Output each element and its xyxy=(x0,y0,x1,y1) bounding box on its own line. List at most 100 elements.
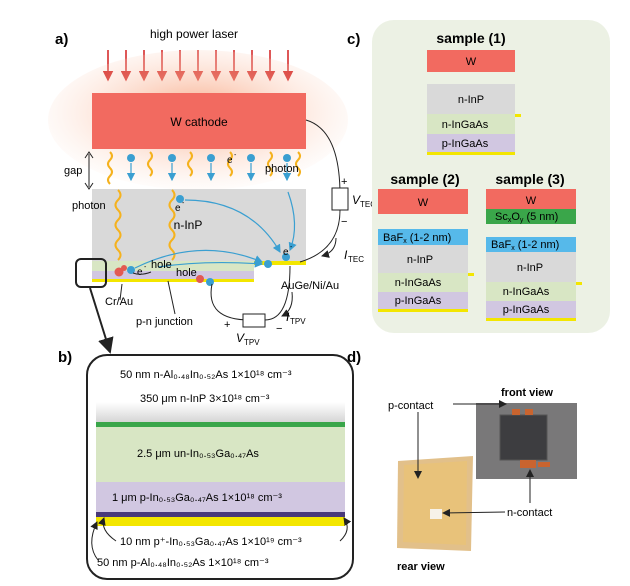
s3-n-inp-layer xyxy=(486,252,576,282)
auge-contact xyxy=(254,261,306,265)
electron-label-right: e xyxy=(283,247,289,258)
svg-text:BaFx (1-2 nm): BaFx (1-2 nm) xyxy=(383,232,451,245)
photon-label-right: photon xyxy=(265,163,299,175)
un-ingaas-layer xyxy=(96,427,345,482)
front-view-label: front view xyxy=(501,387,553,399)
svg-text:-: - xyxy=(182,200,185,207)
svg-text:BaFx (1-2 nm): BaFx (1-2 nm) xyxy=(491,239,559,252)
panel-b: b) 50 nm n-Al₀.₄₈In₀.₅₂As 1×10¹⁸ cm⁻³ 35… xyxy=(58,349,354,580)
s2-n-inp-layer xyxy=(378,245,468,273)
i-tpv-label: I xyxy=(286,310,290,324)
electron-arrows xyxy=(126,163,297,269)
p-ingaas-layer-b xyxy=(96,482,345,512)
svg-text:p-InGaAs: p-InGaAs xyxy=(503,304,550,316)
svg-text:-: - xyxy=(290,244,293,251)
svg-text:p-InGaAs: p-InGaAs xyxy=(395,295,442,307)
i-tpv-arrow xyxy=(281,291,293,317)
inp-substrate-band xyxy=(96,402,345,422)
pn-junction-label: p-n junction xyxy=(136,316,193,328)
electron-label-top: e xyxy=(227,155,233,166)
s2-w-layer xyxy=(378,189,468,214)
s2-n-ingaas-layer xyxy=(378,273,468,292)
tpv-wire-left xyxy=(210,283,251,321)
laser-label: high power laser xyxy=(150,27,238,41)
i-tec-label: I xyxy=(344,248,348,262)
svg-text:n-InP: n-InP xyxy=(458,94,484,106)
panel-a: a) high power laser W cathode gap n-I xyxy=(48,27,376,354)
sample-1-title: sample (1) xyxy=(436,30,505,46)
svg-text:TPV: TPV xyxy=(290,317,306,326)
tec-wire-bottom xyxy=(299,209,341,263)
svg-text:TPV: TPV xyxy=(244,338,260,347)
tpv-wire-right xyxy=(264,265,291,321)
cr-au-label: Cr/Au xyxy=(105,296,133,308)
svg-text:-: - xyxy=(144,264,147,271)
s1-p-ingaas-layer xyxy=(427,134,515,152)
hole-label-1: hole xyxy=(151,259,172,271)
panel-b-label: b) xyxy=(58,349,72,366)
zoom-box xyxy=(75,258,107,288)
svg-text:-: - xyxy=(234,152,237,159)
tec-wire-top xyxy=(305,119,341,196)
layer-4-label: 1 μm p-In₀.₅₃Ga₀.₄₇As 1×10¹⁸ cm⁻³ xyxy=(112,492,282,504)
panel-c-label: c) xyxy=(347,31,360,48)
tec-load xyxy=(331,187,349,211)
sample-2-title: sample (2) xyxy=(390,171,459,187)
cr-au-contact xyxy=(92,279,254,282)
svg-text:W: W xyxy=(418,197,429,209)
electron-particles xyxy=(127,154,291,286)
layer-5-label: 10 nm p⁺-In₀.₅₃Ga₀.₄₇As 1×10¹⁹ cm⁻³ xyxy=(120,536,302,548)
n-ingaas-layer xyxy=(92,261,254,271)
electron-label-mid: e xyxy=(175,203,181,214)
photon-waves xyxy=(107,151,301,261)
s2-p-ingaas-layer xyxy=(378,292,468,309)
front-chip xyxy=(499,414,548,461)
svg-text:ScxOy (5 nm): ScxOy (5 nm) xyxy=(495,211,558,224)
hole-label-2: hole xyxy=(176,267,197,279)
svg-text:n-InGaAs: n-InGaAs xyxy=(503,286,550,298)
svg-text:W: W xyxy=(526,195,537,207)
s3-n-ingaas-layer xyxy=(486,282,576,301)
s1-n-ingaas-layer xyxy=(427,114,515,134)
electron-label-bottom: e xyxy=(137,267,143,278)
panel-d-label: d) xyxy=(347,349,361,366)
svg-text:p-InGaAs: p-InGaAs xyxy=(442,138,489,150)
panel-a-label: a) xyxy=(55,31,68,48)
n-contact-label: n-contact xyxy=(507,507,552,519)
hole-particles xyxy=(114,265,204,283)
s3-sco-layer xyxy=(486,209,576,224)
v-tpv-label: V xyxy=(236,331,245,345)
n-contact-arrow xyxy=(442,508,506,517)
svg-text:TEC: TEC xyxy=(348,255,364,264)
svg-text:n-InP: n-InP xyxy=(407,254,433,266)
s2-baf-layer xyxy=(378,229,468,245)
p-contact-label: p-contact xyxy=(388,400,433,412)
svg-text:W: W xyxy=(466,56,477,68)
p-plus-ingaas-layer xyxy=(96,512,345,517)
s3-w-layer xyxy=(486,189,576,209)
w-cathode-label: W cathode xyxy=(170,115,228,129)
w-cathode xyxy=(92,93,306,149)
v-tec-label: V xyxy=(352,193,361,207)
tpv-minus: − xyxy=(276,323,282,335)
s3-p-ingaas-layer xyxy=(486,301,576,318)
n-inp-label: n-InP xyxy=(174,218,203,232)
layer-3-label: 2.5 μm un-In₀.₅₃Ga₀.₄₇As xyxy=(137,448,259,460)
svg-text:n-InP: n-InP xyxy=(517,262,543,274)
n-alinas-layer xyxy=(96,422,345,427)
svg-text:n-InGaAs: n-InGaAs xyxy=(395,277,442,289)
tpv-plus: + xyxy=(224,319,230,331)
sample-3-title: sample (3) xyxy=(495,171,564,187)
rear-view-label: rear view xyxy=(397,561,445,573)
p-alinas-contact-layer xyxy=(96,517,345,526)
gap-label: gap xyxy=(64,165,82,177)
layer-2-label: 350 μm n-InP 3×10¹⁸ cm⁻³ xyxy=(140,393,270,405)
tec-minus: − xyxy=(341,216,347,228)
zoom-arrow xyxy=(89,287,114,354)
panel-c: c) sample (1) W n-InP n-InGaAs p-InGaAs … xyxy=(347,20,610,333)
p-ingaas-layer xyxy=(92,271,254,279)
photon-label-left: photon xyxy=(72,200,106,212)
n-contact-pad xyxy=(430,509,442,519)
s1-w-layer xyxy=(427,50,515,72)
